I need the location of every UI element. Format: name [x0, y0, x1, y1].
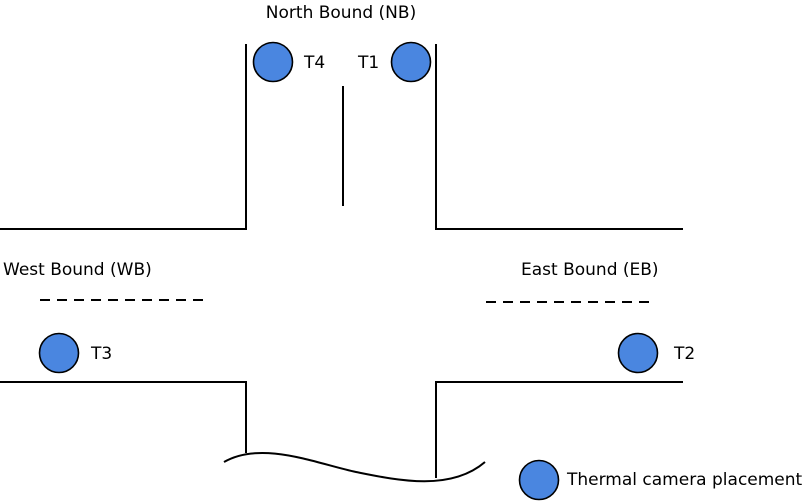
camera-t2-marker — [617, 332, 659, 374]
west-bound-label: West Bound (WB) — [3, 260, 152, 280]
legend-label: Thermal camera placement — [566, 470, 803, 490]
camera-t2-label: T2 — [673, 344, 695, 364]
legend: Thermal camera placement — [518, 459, 803, 501]
road-edges — [0, 44, 683, 478]
camera-t4: T4 — [252, 41, 325, 83]
lane-dividers — [40, 299, 651, 303]
camera-t2: T2 — [617, 332, 695, 374]
southwest-road-edge — [0, 381, 247, 453]
south-break-curve — [223, 452, 486, 483]
northeast-road-edge — [435, 44, 683, 230]
camera-t4-marker — [252, 41, 294, 83]
southeast-road-edge — [435, 381, 683, 478]
camera-t3-marker — [38, 332, 80, 374]
camera-t1-marker — [390, 41, 432, 83]
legend-camera-icon — [518, 459, 560, 501]
north-bound-label: North Bound (NB) — [266, 3, 416, 23]
east-bound-label: East Bound (EB) — [521, 260, 659, 280]
camera-t4-label: T4 — [303, 53, 325, 73]
camera-t3: T3 — [38, 332, 112, 374]
camera-t3-label: T3 — [90, 344, 112, 364]
camera-t1-label: T1 — [357, 53, 379, 73]
northwest-road-edge — [0, 44, 247, 230]
camera-t1: T1 — [357, 41, 432, 83]
